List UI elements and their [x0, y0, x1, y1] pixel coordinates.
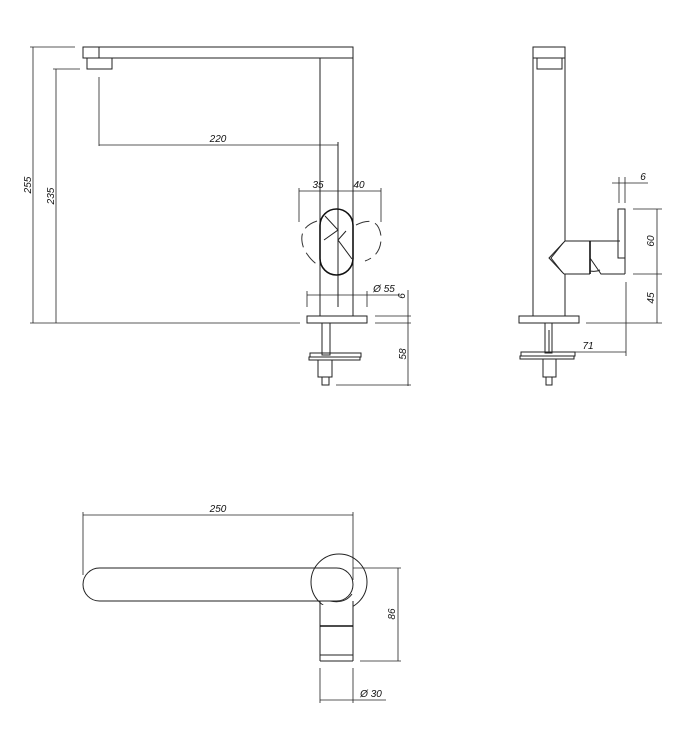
spout-top-view — [82, 567, 354, 602]
dim-handle-height: 45 — [646, 292, 657, 304]
dim-body-diameter: Ø 30 — [359, 689, 382, 700]
dim-handle-offset: 71 — [582, 341, 593, 352]
dim-base-diameter: Ø 55 — [372, 284, 395, 295]
bolt — [321, 376, 330, 386]
dim-spout-length: 250 — [209, 504, 227, 515]
nut — [317, 359, 333, 378]
lever-plate — [617, 208, 626, 259]
dim-base-thickness: 6 — [397, 293, 408, 299]
aerator — [86, 57, 113, 70]
dim-outlet-height: 235 — [46, 187, 57, 205]
washer — [308, 356, 361, 361]
front-view: 255 235 220 35 40 Ø 55 6 58 — [23, 46, 411, 386]
dim-lever-thickness: 6 — [640, 172, 646, 183]
handle-swing-right — [355, 220, 382, 262]
dim-handle-right: 40 — [353, 180, 365, 191]
dim-shank-length: 58 — [398, 348, 409, 360]
side-view: 6 60 45 71 — [518, 46, 662, 386]
dim-reach: 220 — [209, 134, 227, 145]
shank — [321, 322, 331, 356]
top-view: 250 86 Ø 30 — [82, 504, 401, 703]
dim-handle-left: 35 — [312, 180, 324, 191]
spout-top — [82, 46, 354, 59]
base-plate — [306, 315, 368, 324]
handle-oval — [319, 208, 354, 276]
dim-depth: 86 — [387, 608, 398, 620]
dim-lever-height: 60 — [646, 235, 657, 247]
handle-swing-left — [301, 220, 319, 266]
dim-overall-height: 255 — [23, 176, 34, 194]
